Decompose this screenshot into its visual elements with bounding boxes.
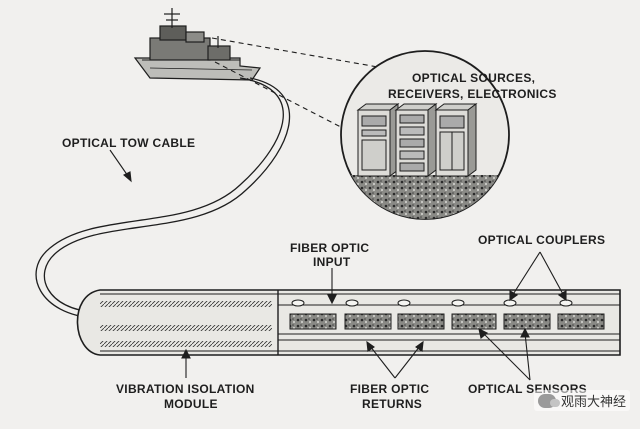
label-fiber-optic-returns-2: RETURNS (362, 397, 422, 411)
watermark-text: 观雨大神经 (560, 395, 626, 410)
optical-coupler (503, 299, 517, 307)
label-fiber-optic-input-1: FIBER OPTIC (290, 241, 369, 255)
chat-bubbles-icon (537, 393, 560, 408)
optical-sensor (289, 313, 337, 330)
vibration-isolation-module (100, 290, 279, 355)
optical-sensors-row (289, 313, 605, 330)
equipment-rack-2 (394, 103, 438, 177)
optical-coupler (559, 299, 573, 307)
optical-sensor (557, 313, 605, 330)
watermark: 观雨大神经 (533, 390, 630, 411)
optical-coupler (345, 299, 359, 307)
optical-sensor (451, 313, 497, 330)
label-fiber-optic-input-2: INPUT (313, 255, 351, 269)
optical-coupler (451, 299, 465, 307)
optical-coupler (291, 299, 305, 307)
leader-lines (109, 149, 567, 381)
equipment-rack-1 (356, 103, 400, 177)
optical-sensor (503, 313, 551, 330)
label-optical-tow-cable: OPTICAL TOW CABLE (62, 136, 195, 150)
label-optical-couplers: OPTICAL COUPLERS (478, 233, 605, 247)
label-receivers-electronics: RECEIVERS, ELECTRONICS (388, 87, 557, 101)
label-fiber-optic-returns-1: FIBER OPTIC (350, 382, 429, 396)
optical-sensor (344, 313, 392, 330)
array-body (76, 289, 621, 356)
electronics-callout (340, 50, 510, 220)
label-module: MODULE (164, 397, 218, 411)
ship (133, 8, 262, 81)
equipment-rack-3 (434, 103, 478, 177)
tow-cable (35, 77, 291, 319)
optical-couplers-row (291, 299, 573, 307)
optical-coupler (397, 299, 411, 307)
optical-sensor (397, 313, 445, 330)
label-optical-sources: OPTICAL SOURCES, (412, 71, 535, 85)
label-vibration-isolation: VIBRATION ISOLATION (116, 382, 255, 396)
callout-lines (211, 37, 396, 139)
